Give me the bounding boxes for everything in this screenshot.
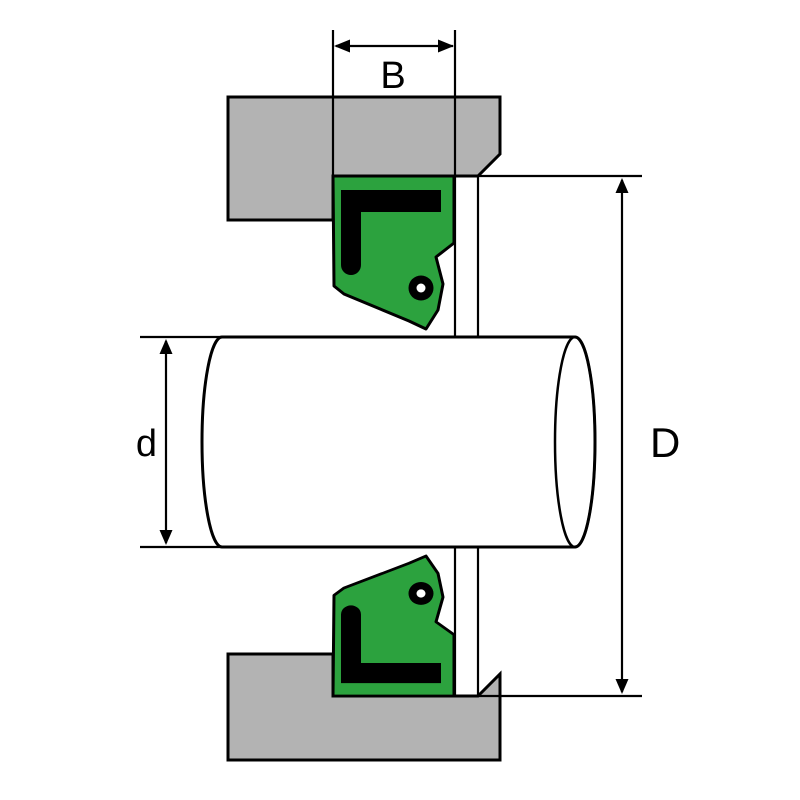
dim-label-seal-width: B: [380, 55, 405, 97]
arrowhead-right: [438, 39, 454, 53]
dimension-d: d: [136, 335, 224, 549]
seal-top: [331, 174, 456, 331]
dim-label-shaft-diameter: d: [136, 423, 157, 465]
arrowhead-left: [334, 39, 350, 53]
arrowhead-bottom: [159, 530, 173, 545]
shaft: [200, 335, 597, 549]
dimension-B: B: [331, 30, 454, 176]
arrowhead-bottom: [615, 679, 629, 694]
dimension-D: D: [460, 174, 680, 698]
seal-bottom: [331, 554, 456, 698]
dim-label-bore-diameter: D: [650, 419, 680, 466]
arrowhead-top: [159, 339, 173, 354]
arrowhead-top: [615, 178, 629, 193]
shaft-end-face: [553, 335, 597, 549]
